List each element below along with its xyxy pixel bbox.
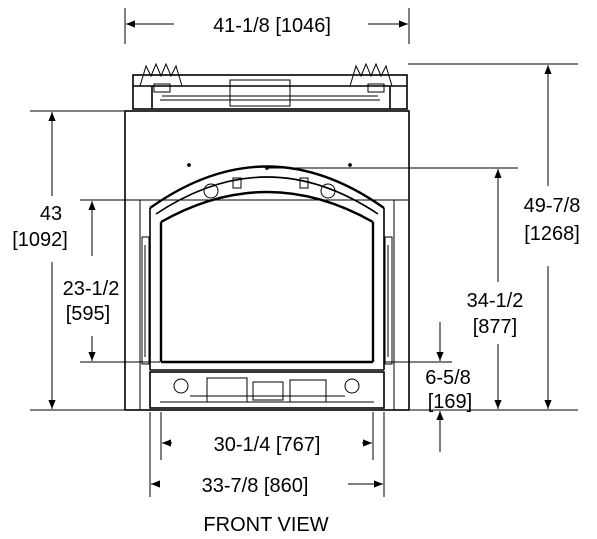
dim-opening-height: 23-1/2 [595] [63,199,160,363]
dim-total-height: 49-7/8 [1268] [408,63,581,411]
top-vent-assembly [132,62,408,110]
dim-base-height-in: 6-5/8 [425,367,471,389]
dim-opening-height-in: 23-1/2 [63,278,120,300]
fireplace-cabinet [124,110,410,411]
dim-arch-height-mm: [877] [473,316,517,338]
dim-opening-width: 30-1/4 [767] [160,412,374,460]
dim-base-width-label: 33-7/8 [860] [202,475,309,497]
dim-base-height: 6-5/8 [169] [384,322,472,452]
dim-arch-height: 34-1/2 [877] [268,167,524,409]
dim-base-height-mm: [169] [428,391,472,413]
dim-overall-height-in: 43 [40,203,62,225]
control-compartment [149,371,385,409]
dim-base-width: 33-7/8 [860] [149,412,385,497]
dim-opening-width-label: 30-1/4 [767] [214,434,321,456]
dim-total-height-in: 49-7/8 [524,195,581,217]
dim-total-height-mm: [1268] [524,223,580,245]
dim-overall-height-mm: [1092] [12,229,68,251]
dim-opening-height-mm: [595] [66,303,110,325]
dim-overall-height: 43 [1092] [12,110,124,411]
view-title: FRONT VIEW [203,514,328,536]
dim-top-width-label: 41-1/8 [1046] [213,15,331,37]
firebox-arch [149,165,385,371]
dim-top-width: 41-1/8 [1046] [124,8,410,44]
dim-arch-height-in: 34-1/2 [467,290,524,312]
